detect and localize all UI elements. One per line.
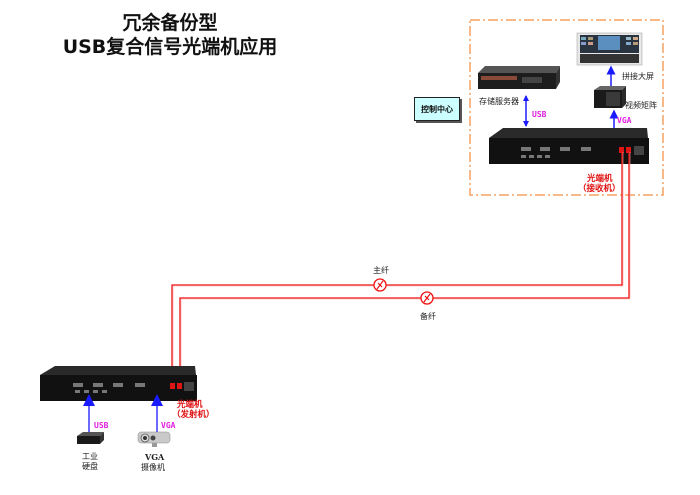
main-fiber-symbol-icon bbox=[373, 278, 387, 292]
backup-fiber-label: 备纤 bbox=[420, 312, 436, 321]
storage-server-label: 存储服务器 bbox=[479, 97, 519, 106]
diagram-title-line1: 冗余备份型 bbox=[122, 12, 218, 34]
video-wall-label: 拼接大屏 bbox=[622, 72, 654, 81]
hdd-label-line2: 硬盘 bbox=[82, 462, 98, 471]
usb-link-label: USB bbox=[532, 110, 547, 119]
vga-input-label: VGA bbox=[161, 421, 176, 430]
transmitter-unit-icon bbox=[40, 366, 197, 401]
main-fiber-line bbox=[171, 152, 623, 385]
video-matrix-icon bbox=[594, 86, 626, 108]
vga-camera-icon bbox=[137, 431, 171, 447]
control-center-label: 控制中心 bbox=[414, 97, 460, 121]
receiver-sublabel: （接收机） bbox=[578, 184, 621, 194]
backup-fiber-line bbox=[179, 152, 630, 385]
receiver-label: 光端机 bbox=[587, 174, 613, 184]
storage-server-icon bbox=[478, 66, 560, 89]
transmitter-label: 光端机 bbox=[177, 400, 203, 410]
control-center-boundary bbox=[469, 19, 664, 196]
video-matrix-label: 视频矩阵 bbox=[625, 101, 657, 110]
transmitter-sublabel: （发射机） bbox=[172, 410, 215, 420]
main-fiber-label: 主纤 bbox=[373, 266, 389, 275]
video-wall-icon bbox=[576, 32, 643, 66]
backup-fiber-symbol-icon bbox=[420, 291, 434, 305]
hdd-label-line1: 工业 bbox=[82, 452, 98, 461]
diagram-title-line2: USB复合信号光端机应用 bbox=[62, 36, 278, 58]
camera-label-line2: 摄像机 bbox=[141, 463, 165, 472]
industrial-hdd-icon bbox=[77, 432, 104, 444]
vga-link-label: VGA bbox=[617, 116, 632, 125]
usb-input-label: USB bbox=[94, 421, 109, 430]
camera-label-line1: VGA bbox=[145, 452, 165, 462]
receiver-unit-icon bbox=[489, 128, 649, 164]
